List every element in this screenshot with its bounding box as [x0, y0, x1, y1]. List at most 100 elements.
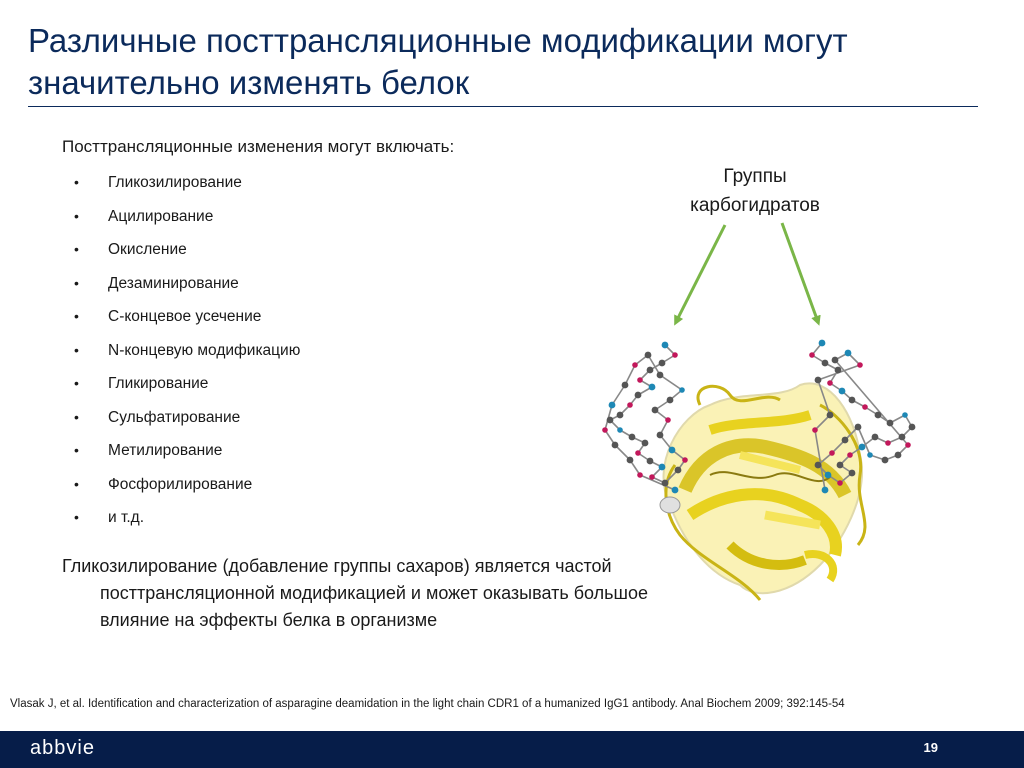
glycan-atom	[827, 380, 833, 386]
glycan-atom	[814, 461, 822, 469]
reference-citation: Vlasak J, et al. Identification and char…	[10, 698, 845, 710]
footer-bar: abbvie 19	[0, 731, 1024, 768]
glycan-atom	[616, 411, 624, 419]
glycan-atom	[611, 441, 619, 449]
label-line-1: Группы	[723, 166, 787, 187]
glycan-atom	[838, 387, 846, 395]
glycan-atom	[635, 450, 641, 456]
glycan-atom	[649, 474, 655, 480]
list-item: • Гликозилирование	[70, 166, 300, 200]
list-item: •Окисление	[70, 233, 300, 267]
list-item-label: Гликирование	[108, 375, 209, 392]
glycan-atom	[824, 471, 832, 479]
list-item-label: Дезаминирование	[108, 274, 239, 292]
glycan-atom	[829, 450, 835, 456]
glycan-atom	[867, 452, 873, 458]
list-item: •Метилирование	[70, 434, 300, 468]
glycan-atom	[627, 402, 633, 408]
glycan-atom	[826, 411, 834, 419]
bullet-icon: •	[74, 375, 79, 391]
glycan-atom	[641, 439, 649, 447]
glycan-atom	[834, 366, 842, 374]
glycan-atom	[881, 456, 889, 464]
glycan-atom	[871, 433, 879, 441]
glycan-atom	[644, 351, 652, 359]
glycan-atom	[837, 480, 843, 486]
list-item-label: и т.д.	[108, 509, 145, 526]
slide-title: Различные посттрансляционные модификации…	[28, 22, 848, 101]
list-item-label: Ацилирование	[108, 207, 214, 225]
list-item-label: Гликозилирование	[108, 174, 242, 191]
glycosylation-paragraph: Гликозилирование (добавление группы саха…	[62, 556, 648, 630]
glycan-atom	[646, 366, 654, 374]
bullet-icon: •	[74, 274, 79, 291]
glycan-atom	[885, 440, 891, 446]
glycan-atom	[626, 456, 634, 464]
list-item: • Дезаминирование	[70, 267, 300, 301]
glycan-atom	[632, 362, 638, 368]
left-arrow-icon	[674, 224, 727, 326]
glycan-atom	[831, 356, 839, 364]
left-glycan-icon	[602, 341, 688, 494]
bullet-icon: •	[74, 509, 79, 525]
glycan-atom	[637, 472, 643, 478]
bullet-icon: •	[74, 241, 79, 257]
glycan-atom	[665, 417, 671, 423]
glycan-atom	[648, 383, 656, 391]
list-item-label: N-концевую модификацию	[108, 341, 301, 359]
list-item: • Гликирование	[70, 367, 300, 401]
glycan-atom	[848, 469, 856, 477]
glycan-atom	[862, 404, 868, 410]
glycan-atom	[661, 341, 669, 349]
glycan-atom	[886, 419, 894, 427]
glycan-atom	[602, 427, 608, 433]
glycan-atom	[658, 463, 666, 471]
glycan-atom	[634, 391, 642, 399]
glycan-atom	[874, 411, 882, 419]
glycan-atom	[836, 461, 844, 469]
glycan-atom	[902, 412, 908, 418]
glycan-atom	[628, 433, 636, 441]
glycan-atom	[848, 396, 856, 404]
glycan-atom	[646, 457, 654, 465]
list-item: •C-концевое усечение	[70, 300, 300, 334]
glycan-atom	[818, 339, 826, 347]
bullet-icon: •	[74, 408, 79, 425]
glycan-atom	[679, 387, 685, 393]
glycan-atom	[898, 433, 906, 441]
glycan-atom	[814, 376, 822, 384]
glycan-atom	[621, 381, 629, 389]
glycan-atom	[847, 452, 853, 458]
glycan-atom	[844, 349, 852, 357]
carbohydrate-groups-label: Группы карбогидратов	[660, 162, 850, 220]
list-item: •Фосфорилирование	[70, 468, 300, 502]
glycan-atom	[905, 442, 911, 448]
glycan-atom	[666, 396, 674, 404]
ptm-list: • Гликозилирование • Ацилирование •Окислен…	[70, 166, 300, 535]
glycan-atom	[821, 359, 829, 367]
bullet-icon: •	[74, 207, 79, 224]
title-divider	[28, 106, 978, 107]
bullet-icon: •	[74, 174, 79, 190]
glycan-atom	[857, 362, 863, 368]
glycan-atom	[858, 443, 866, 451]
glycan-atom	[606, 416, 614, 424]
glycan-atom	[617, 427, 623, 433]
glycan-atom	[656, 431, 664, 439]
protein-ribbon-icon	[659, 382, 867, 601]
glycan-atom	[821, 486, 829, 494]
glycan-atom	[672, 352, 678, 358]
glycan-atom	[671, 486, 679, 494]
glycan-atom	[651, 406, 659, 414]
bullet-icon: •	[74, 308, 79, 324]
abbvie-logo: abbvie	[30, 737, 95, 759]
glycan-atom	[668, 446, 676, 454]
right-glycan-icon	[809, 339, 916, 494]
glycan-atom	[661, 479, 669, 487]
glycan-atom	[658, 359, 666, 367]
glycan-atom	[637, 377, 643, 383]
bullet-icon: •	[74, 442, 79, 458]
glycan-atom	[674, 466, 682, 474]
glycan-atom	[908, 423, 916, 431]
page-number: 19	[923, 740, 938, 755]
